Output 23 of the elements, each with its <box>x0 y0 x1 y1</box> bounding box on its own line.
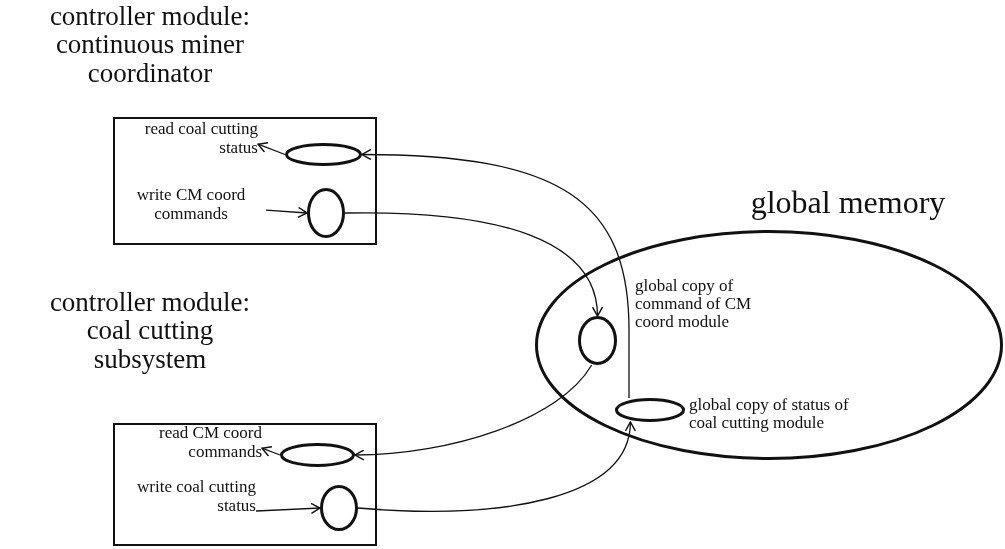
arrow <box>344 212 603 317</box>
arrow <box>265 206 308 219</box>
port-label: read CM coord commands <box>116 424 262 468</box>
port-ellipse <box>615 398 685 422</box>
port-ellipse <box>320 485 358 531</box>
arrow <box>261 445 281 457</box>
port-label: read coal cutting status <box>116 120 258 164</box>
port-caption: global copy of command of CM coord module <box>635 277 753 331</box>
port-ellipse <box>280 443 355 467</box>
arrow <box>361 149 630 399</box>
arrow <box>357 421 635 512</box>
arrow <box>354 364 593 461</box>
module-title: controller module: coal cutting subsystem <box>48 288 252 374</box>
port-label: write CM coord commands <box>116 186 266 230</box>
port-caption: global copy of status of coal cutting module <box>689 396 850 432</box>
port-ellipse <box>307 188 345 238</box>
port-label: write coal cutting status <box>116 478 256 522</box>
memory-title: global memory <box>749 186 947 220</box>
module-title: controller module: continuous miner coordinator <box>48 2 252 88</box>
port-ellipse <box>578 316 617 365</box>
arrow <box>257 142 286 156</box>
arrow <box>255 502 321 515</box>
port-ellipse <box>285 143 362 166</box>
